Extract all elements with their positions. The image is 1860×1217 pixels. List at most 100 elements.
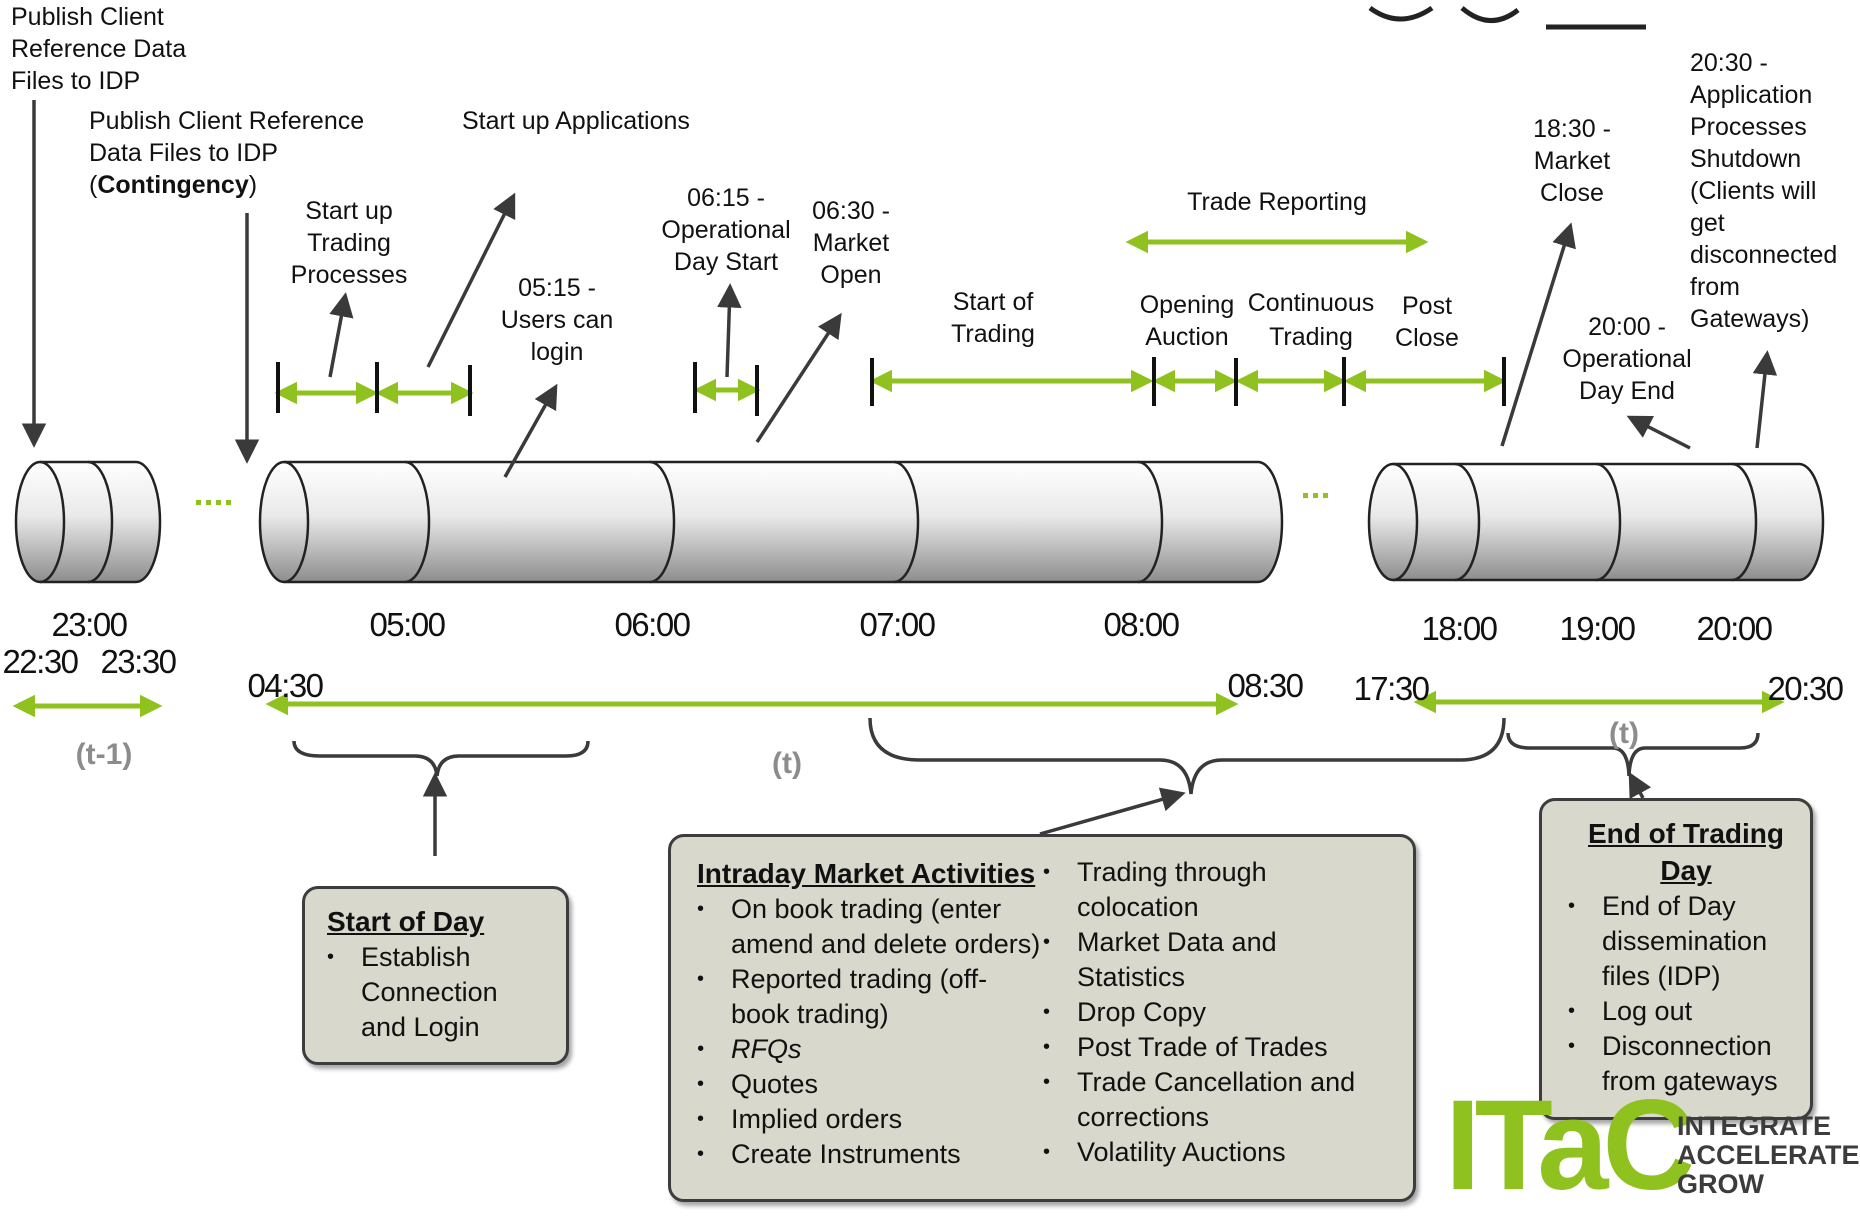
time-2300: 23:00 bbox=[51, 606, 127, 643]
itac-logo: ITaC INTEGRATE ACCELERATE GROW bbox=[1445, 1076, 1860, 1216]
users-login-label: 05:15 - bbox=[518, 274, 596, 302]
start-of-day-title: Start of Day bbox=[327, 906, 485, 937]
timeline-diagram: Publish Client Reference Data Files to I… bbox=[2, 3, 1845, 856]
period-current: (t) bbox=[772, 747, 802, 780]
startup-apps-label: Start up Applications bbox=[462, 107, 690, 135]
app-shutdown-label-6: get bbox=[1690, 209, 1725, 237]
event-arrows bbox=[21, 100, 1778, 856]
continuous-trading-label: Continuous bbox=[1248, 289, 1374, 317]
list-item: End of Day dissemination files (IDP) bbox=[1568, 889, 1796, 994]
publish-contingency-label-2: Data Files to IDP bbox=[89, 139, 278, 167]
app-shutdown-label-5: (Clients will bbox=[1690, 177, 1816, 205]
time-1730: 17:30 bbox=[1353, 670, 1429, 707]
op-day-end-label-2: Operational bbox=[1562, 345, 1691, 373]
publish-contingency-label-3: (Contingency) bbox=[89, 171, 257, 199]
list-item: Reported trading (off-book trading) bbox=[697, 962, 1043, 1032]
time-2030: 20:30 bbox=[1767, 670, 1843, 707]
market-open-label-2: Market bbox=[813, 229, 889, 257]
logo-fragment bbox=[1368, 5, 1646, 30]
list-item: Implied orders bbox=[697, 1102, 1043, 1137]
end-of-day-title: End of Trading Day bbox=[1588, 818, 1784, 886]
app-shutdown-label-9: Gateways) bbox=[1690, 305, 1809, 333]
op-day-start-label-3: Day Start bbox=[674, 248, 778, 276]
time-0500: 05:00 bbox=[369, 606, 445, 643]
logo-mark: ITaC bbox=[1445, 1074, 1695, 1217]
start-of-trading-label-2: Trading bbox=[951, 320, 1035, 348]
publish-ref-label-3: Files to IDP bbox=[11, 67, 140, 95]
intraday-box: Intraday Market Activities On book tradi… bbox=[668, 834, 1416, 1202]
opening-auction-label-2: Auction bbox=[1145, 323, 1228, 351]
time-0800: 08:00 bbox=[1103, 606, 1179, 643]
time-2230: 22:30 bbox=[2, 643, 78, 680]
end-of-day-list: End of Day dissemination files (IDP) Log… bbox=[1568, 889, 1796, 1099]
trade-reporting-label: Trade Reporting bbox=[1187, 188, 1367, 216]
post-close-label-2: Close bbox=[1395, 324, 1459, 352]
intraday-left-list: On book trading (enter amend and delete … bbox=[697, 892, 1043, 1172]
cylinder-evening bbox=[1367, 462, 1825, 582]
cylinder-current-day bbox=[258, 460, 1284, 584]
braces bbox=[292, 717, 1760, 795]
op-day-end-label: 20:00 - bbox=[1588, 313, 1666, 341]
time-0430: 04:30 bbox=[247, 667, 323, 704]
list-item: Establish Connection and Login bbox=[327, 940, 546, 1045]
logo-tagline: INTEGRATE ACCELERATE GROW bbox=[1677, 1112, 1860, 1199]
interval-ticks bbox=[276, 357, 1506, 416]
app-shutdown-label-8: from bbox=[1690, 273, 1740, 301]
opening-auction-label: Opening bbox=[1140, 291, 1235, 319]
period-end: (t) bbox=[1609, 717, 1639, 750]
time-labels: 23:00 22:30 23:30 05:00 06:00 07:00 08:0… bbox=[2, 606, 1845, 707]
list-item: Trading through colocation bbox=[1043, 855, 1383, 925]
app-shutdown-label: 20:30 - bbox=[1690, 49, 1768, 77]
intraday-title: Intraday Market Activities bbox=[697, 858, 1036, 889]
logo-line: INTEGRATE bbox=[1677, 1111, 1831, 1141]
list-item: RFQs bbox=[697, 1032, 1043, 1067]
intraday-left-column: Intraday Market Activities On book tradi… bbox=[697, 855, 1043, 1172]
intraday-right-list: Trading through colocation Market Data a… bbox=[1043, 855, 1383, 1170]
list-item: Create Instruments bbox=[697, 1137, 1043, 1172]
time-2330: 23:30 bbox=[100, 643, 176, 680]
publish-contingency-label: Publish Client Reference bbox=[89, 107, 364, 135]
continuous-trading-label-2: Trading bbox=[1269, 323, 1353, 351]
time-1900: 19:00 bbox=[1559, 610, 1635, 647]
time-0600: 06:00 bbox=[614, 606, 690, 643]
users-login-label-3: login bbox=[531, 338, 584, 366]
time-0830: 08:30 bbox=[1227, 667, 1303, 704]
logo-line: GROW bbox=[1677, 1169, 1764, 1199]
publish-ref-label-2: Reference Data bbox=[11, 35, 186, 63]
market-close-label: 18:30 - bbox=[1533, 115, 1611, 143]
event-labels: Publish Client Reference Data Files to I… bbox=[11, 3, 1837, 405]
list-item: Log out bbox=[1568, 994, 1796, 1029]
list-item: Market Data and Statistics bbox=[1043, 925, 1383, 995]
list-item: Volatility Auctions bbox=[1043, 1135, 1383, 1170]
app-shutdown-label-4: Shutdown bbox=[1690, 145, 1801, 173]
op-day-start-label: 06:15 - bbox=[687, 184, 765, 212]
market-open-label-3: Open bbox=[820, 261, 881, 289]
post-close-label: Post bbox=[1402, 292, 1452, 320]
list-item: Disconnection from gateways bbox=[1568, 1029, 1796, 1099]
app-shutdown-label-7: disconnected bbox=[1690, 241, 1837, 269]
startup-trading-label-3: Processes bbox=[291, 261, 408, 289]
interval-arrows bbox=[12, 230, 1785, 718]
period-labels: (t-1) (t) (t) bbox=[76, 717, 1639, 780]
startup-trading-label-2: Trading bbox=[307, 229, 391, 257]
list-item: Quotes bbox=[697, 1067, 1043, 1102]
time-2000: 20:00 bbox=[1696, 610, 1772, 647]
startup-trading-label: Start up bbox=[305, 197, 393, 225]
end-of-day-box: End of Trading Day End of Day disseminat… bbox=[1539, 798, 1813, 1120]
logo-line: ACCELERATE bbox=[1677, 1140, 1860, 1170]
intraday-right-column: Trading through colocation Market Data a… bbox=[1043, 855, 1383, 1170]
list-item: Trade Cancellation and corrections bbox=[1043, 1065, 1383, 1135]
users-login-label-2: Users can bbox=[501, 306, 614, 334]
app-shutdown-label-3: Processes bbox=[1690, 113, 1807, 141]
op-day-start-label-2: Operational bbox=[661, 216, 790, 244]
list-item: Drop Copy bbox=[1043, 995, 1383, 1030]
time-0700: 07:00 bbox=[859, 606, 935, 643]
market-open-label: 06:30 - bbox=[812, 197, 890, 225]
start-of-trading-label: Start of bbox=[953, 288, 1034, 316]
gap-dots bbox=[196, 493, 1328, 505]
period-prev: (t-1) bbox=[76, 738, 133, 771]
publish-ref-label: Publish Client bbox=[11, 3, 164, 31]
market-close-label-3: Close bbox=[1540, 179, 1604, 207]
op-day-end-label-3: Day End bbox=[1579, 377, 1675, 405]
list-item: On book trading (enter amend and delete … bbox=[697, 892, 1043, 962]
